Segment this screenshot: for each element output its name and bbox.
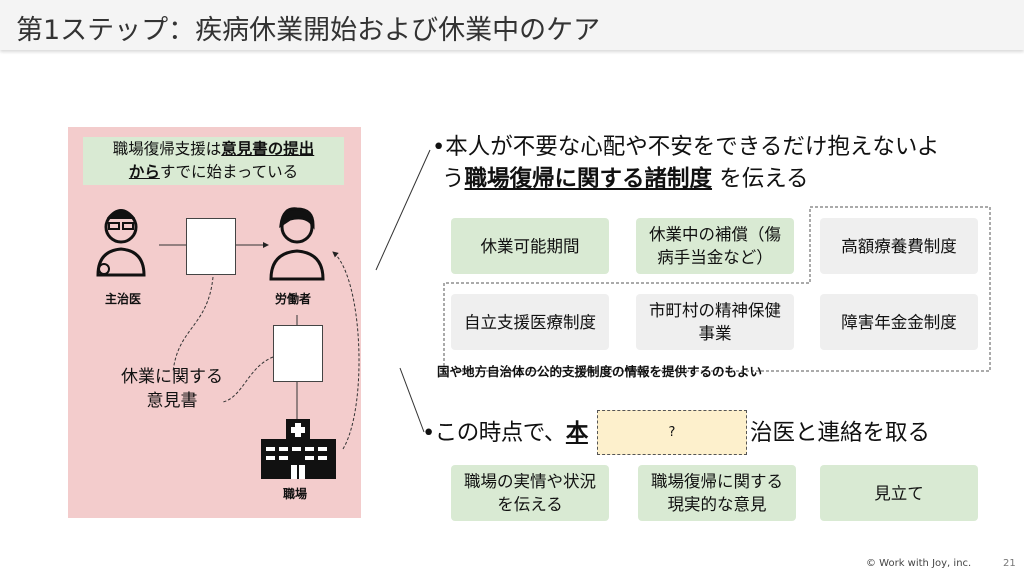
item-box: 職場の実情や状況を伝える (451, 465, 609, 521)
slide-header: 第1ステップ：疾病休業開始および休業中のケア (0, 0, 1024, 50)
bullet-text: •本人が不要な心配や不安をできるだけ抱えないよ (432, 134, 940, 160)
item-box: 職場復帰に関する現実的な意見 (638, 465, 796, 521)
bullet-emphasis: 本 (565, 420, 589, 446)
doctor-icon (96, 209, 146, 277)
item-box: 休業可能期間 (451, 218, 609, 274)
callout-text: 職場復帰支援は (112, 140, 222, 158)
item-box: 高額療養費制度 (820, 218, 978, 274)
workplace-label: 職場 (283, 487, 308, 501)
document-icon (273, 325, 323, 382)
item-box: 自立支援医療制度 (451, 294, 609, 350)
callout-box: 職場復帰支援は意見書の提出 からすでに始まっている (83, 137, 344, 185)
document-note: 休業に関する意見書 (121, 367, 223, 411)
bullet-text: •この時点で、 (422, 420, 566, 446)
diagram-connectors (96, 207, 360, 479)
bullet-text: う (442, 166, 465, 192)
hospital-icon (261, 419, 336, 479)
item-box: 市町村の精神保健事業 (636, 294, 794, 350)
bullet-1: •本人が不要な心配や不安をできるだけ抱えないよ う職場復帰に関する諸制度 を伝え… (432, 131, 939, 195)
item-box: 見立て (820, 465, 978, 521)
callout-emphasis: 意見書の提出 (221, 140, 315, 158)
doctor-label: 主治医 (105, 292, 142, 306)
hidden-answer-box[interactable]: ? (597, 410, 747, 455)
callout-emphasis: から (128, 163, 160, 181)
bullet-2: •この時点で、本 (422, 417, 588, 449)
item-box: 休業中の補償（傷病手当金など） (636, 218, 794, 274)
bullet-2-suffix: 治医と連絡を取る (750, 420, 931, 446)
worker-label: 労働者 (275, 292, 312, 306)
diagram-panel: 職場復帰支援は意見書の提出 からすでに始まっている 主治医 労働者 職場 休業に… (68, 127, 361, 518)
slide-title: 第1ステップ：疾病休業開始および休業中のケア (16, 15, 601, 46)
document-icon (186, 218, 236, 275)
worker-icon (269, 207, 325, 281)
callout-text: すでに始まっている (159, 163, 299, 181)
bullet-text: を伝える (719, 166, 809, 192)
item-box: 障害年金金制度 (820, 294, 978, 350)
page-number: 21 (1003, 558, 1016, 569)
bullet-emphasis: 職場復帰に関する諸制度 (464, 166, 713, 192)
support-note: 国や地方自治体の公的支援制度の情報を提供するのもよい (437, 364, 763, 379)
copyright: © Work with Joy, inc. (866, 558, 972, 569)
